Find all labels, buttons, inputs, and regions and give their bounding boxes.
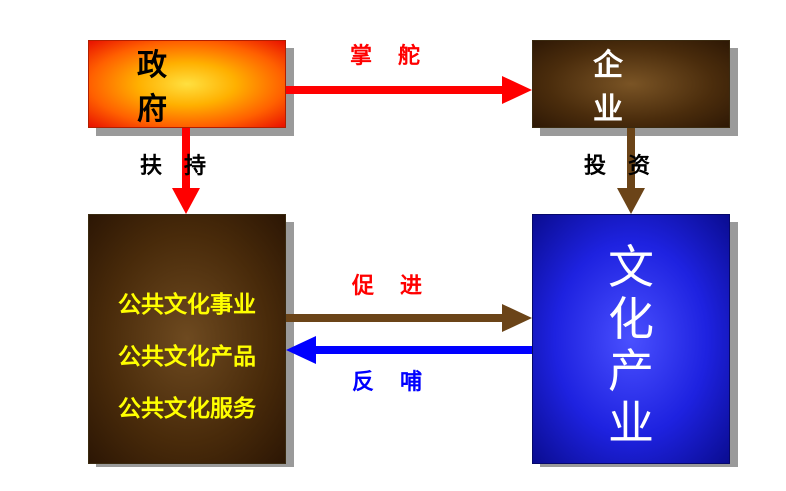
public-culture-list: 公共文化事业 公共文化产品 公共文化服务 xyxy=(89,279,285,435)
promote-label: 促进 xyxy=(352,274,449,299)
steer-label: 掌舵 xyxy=(350,44,447,69)
invest-arrow xyxy=(617,128,645,214)
government-box: 政 府 xyxy=(88,40,286,128)
invest-label: 投资 xyxy=(584,154,673,179)
feedback-arrow xyxy=(286,336,532,364)
promote-arrow xyxy=(286,304,532,332)
steer-arrow xyxy=(286,76,532,104)
government-title: 政 府 xyxy=(137,48,215,127)
enterprise-box: 企 业 xyxy=(532,40,730,128)
culture-industry-title: 文化产业 xyxy=(608,240,654,450)
enterprise-title: 企 业 xyxy=(593,48,683,127)
support-arrow xyxy=(172,128,200,214)
feedback-label: 反哺 xyxy=(352,370,449,395)
public-culture-item: 公共文化服务 xyxy=(118,396,256,422)
culture-industry-box: 文化产业 xyxy=(532,214,730,464)
public-culture-item: 公共文化产品 xyxy=(118,344,256,370)
support-label: 扶持 xyxy=(140,154,229,179)
public-culture-box: 公共文化事业 公共文化产品 公共文化服务 xyxy=(88,214,286,464)
public-culture-item: 公共文化事业 xyxy=(118,292,256,318)
